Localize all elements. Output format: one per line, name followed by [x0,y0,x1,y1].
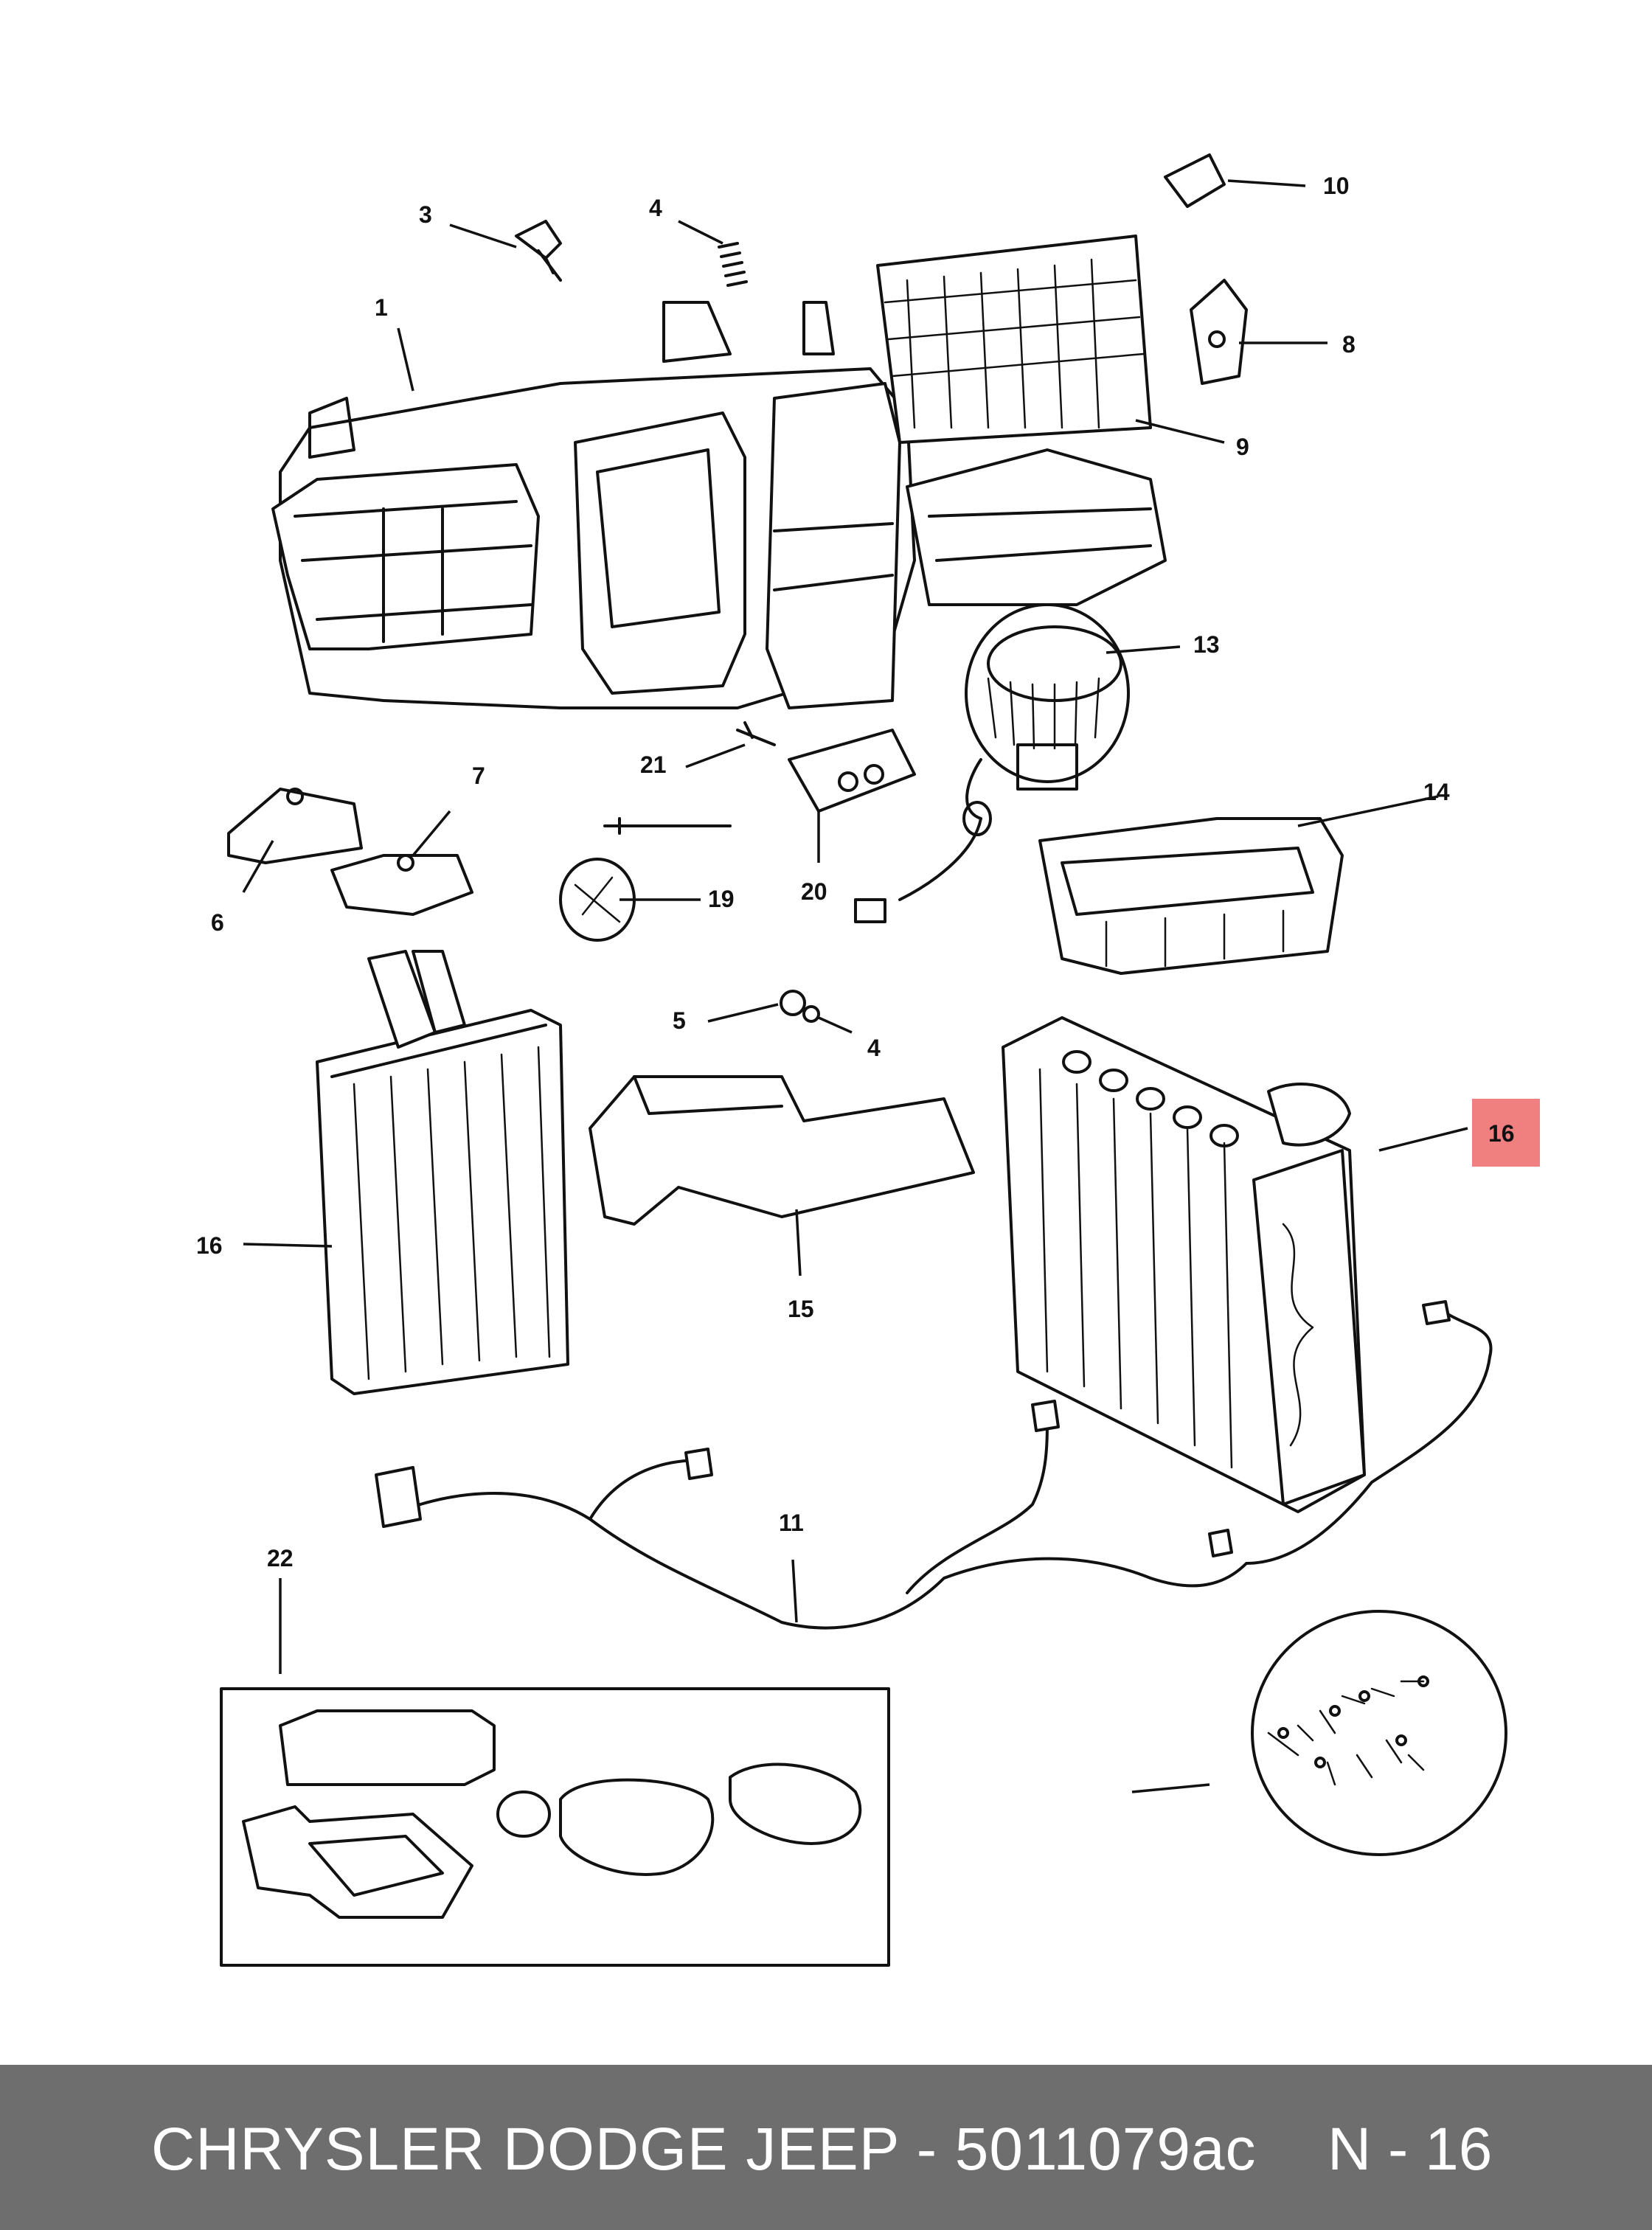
footer-bar: CHRYSLER DODGE JEEP - 5011079ac N - 16 [0,2065,1652,2230]
label-18: 19 [708,886,735,912]
part-14-duct [589,1075,975,1226]
part-11-wiring-harness [375,1300,1493,1630]
label-13: 14 [1423,779,1450,805]
part-21-seal-kit [220,1687,890,1967]
part-20-screw [736,721,776,746]
part-10-bracket [1164,153,1226,208]
footer-caption: CHRYSLER DODGE JEEP - 5011079ac [151,2116,1257,2183]
part-15-heater-core [316,950,569,1395]
label-12: 13 [1193,631,1220,658]
label-9: 9 [1236,434,1249,460]
part-5-fastener [780,990,820,1023]
part-18-sensor [559,817,732,942]
leader-lines [242,179,1468,1793]
part-6-actuator [227,788,363,864]
label-4-mid: 4 [867,1035,881,1061]
label-11: 11 [779,1510,804,1536]
highlight-16-box [1472,1099,1540,1167]
label-4-top: 4 [649,195,662,221]
label-1: 1 [375,294,388,321]
part-3-push-pin [515,220,562,282]
label-16: 16 [1488,1120,1515,1147]
part-4-spring [718,242,748,287]
part-1-hvac-housing [271,235,1167,709]
callout-labels: 1 3 4 10 8 9 13 14 21 20 19 7 6 5 4 15 1… [196,173,1540,1571]
part-8-actuator [1190,279,1248,385]
part-13-lower-case [1038,817,1344,975]
part-12-blower-motor [854,603,1130,923]
part-22-hardware-kit [1251,1610,1507,1856]
label-5: 5 [673,1007,686,1034]
footer-page-number: N - 16 [1328,2116,1493,2183]
label-14: 15 [788,1296,814,1322]
label-20: 21 [640,751,667,778]
part-19-resistor [788,729,916,813]
label-15: 16 [196,1232,223,1259]
label-7: 7 [472,763,485,789]
label-8: 8 [1342,331,1356,358]
label-3: 3 [419,201,432,228]
label-6: 6 [211,909,224,936]
parts-diagram: 1 3 4 10 8 9 13 14 21 20 19 7 6 5 4 15 1… [196,153,1540,1967]
label-10: 10 [1323,173,1350,199]
part-16-evaporator-core [1002,1016,1366,1513]
label-21: 22 [267,1545,294,1571]
part-7-actuator [330,854,473,916]
label-19: 20 [801,878,827,905]
